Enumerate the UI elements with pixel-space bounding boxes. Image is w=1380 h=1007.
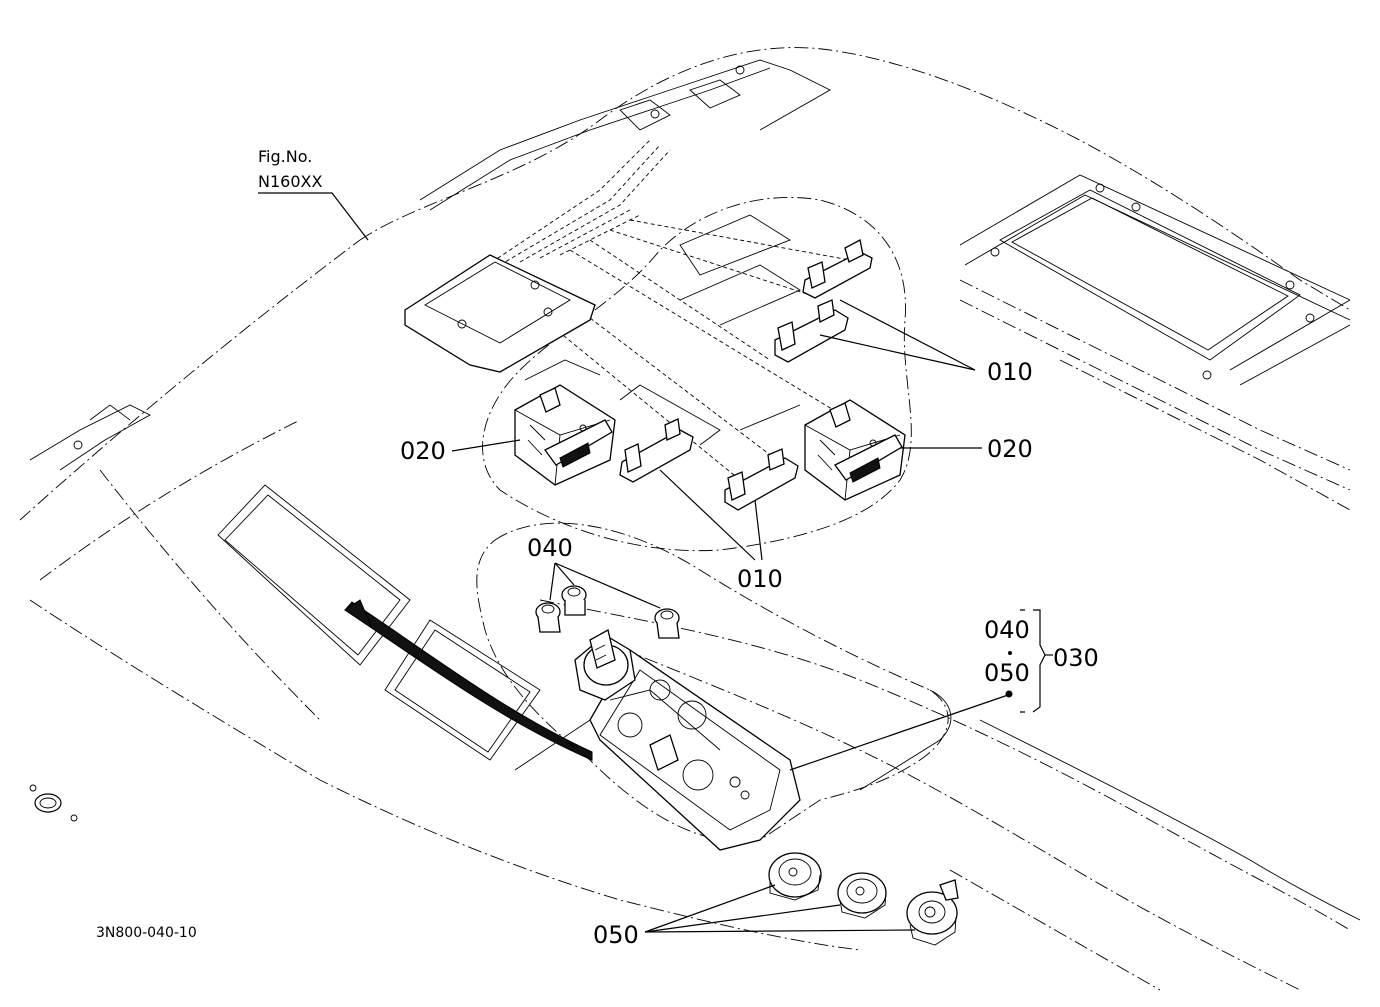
room-lamp-assembly-030[interactable]	[574, 629, 801, 851]
fig-no-value: N160XX	[258, 172, 322, 191]
callout-050-bottom: 050	[593, 921, 639, 949]
lens-cap-050-a[interactable]	[768, 852, 822, 901]
blank-cap-010-lower-a[interactable]	[619, 418, 694, 483]
rocker-switch-020-right[interactable]	[804, 399, 906, 501]
callout-040-group: 040	[984, 616, 1030, 644]
separator-dot	[1008, 651, 1012, 655]
bulb-040-a[interactable]	[561, 585, 587, 616]
callout-010-right: 010	[987, 358, 1033, 386]
blank-cap-010-upper-b[interactable]	[774, 299, 849, 363]
bulb-040-b[interactable]	[535, 602, 561, 633]
rocker-switch-020-left[interactable]	[514, 384, 616, 486]
callout-040-top: 040	[527, 534, 573, 562]
callout-020-left: 020	[400, 437, 446, 465]
leader-dot-030	[1005, 690, 1013, 698]
switch-group-enclosure	[482, 197, 912, 552]
callout-020-right: 020	[987, 435, 1033, 463]
callout-030: 030	[1053, 644, 1099, 672]
lens-cap-050-c[interactable]	[906, 879, 959, 946]
callout-050-group: 050	[984, 659, 1030, 687]
lamp-group-enclosure	[476, 522, 949, 842]
bulb-040-c[interactable]	[654, 608, 680, 639]
fig-no-label: Fig.No.	[258, 147, 312, 166]
blank-cap-010-lower-b[interactable]	[724, 448, 799, 511]
drawing-code: 3N800-040-10	[96, 925, 197, 941]
callout-010-bottom: 010	[737, 565, 783, 593]
lens-cap-050-b[interactable]	[837, 872, 887, 919]
blank-cap-010-upper-a[interactable]	[802, 239, 873, 299]
roof-panel-outline	[19, 47, 1361, 991]
roof-console-panel	[404, 254, 596, 373]
leader-lines	[258, 192, 1053, 933]
